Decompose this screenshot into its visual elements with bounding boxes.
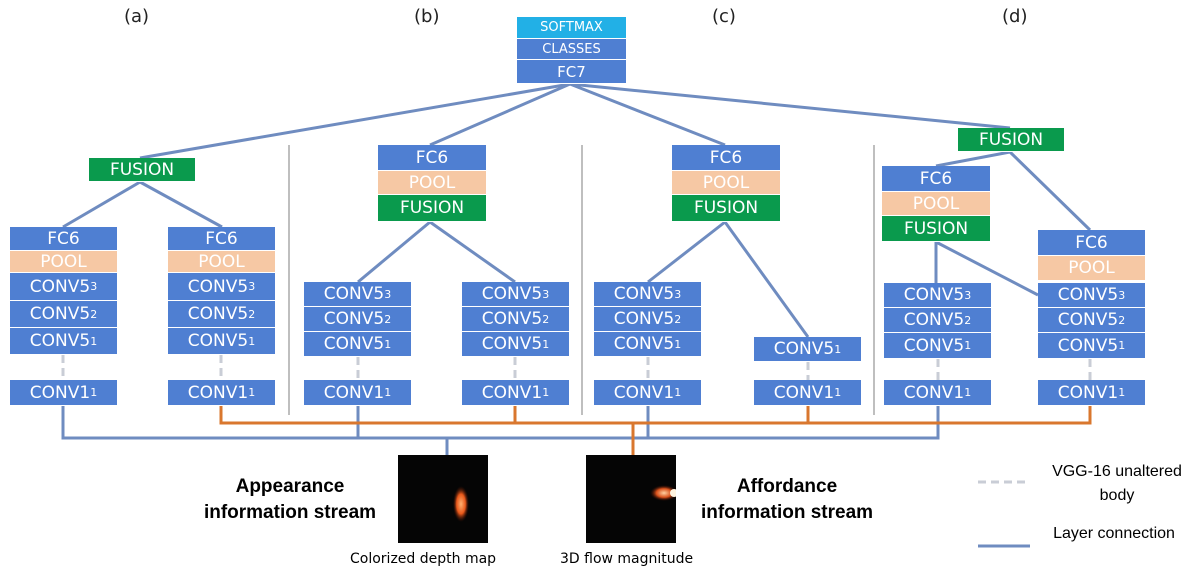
- depth-map-caption: Colorized depth map: [350, 551, 497, 567]
- a-right-pool: POOL: [168, 251, 275, 273]
- c-fusion-layer: FUSION: [672, 195, 780, 222]
- d-fusion-right-line: [1008, 150, 1092, 232]
- a-fusion-left-line: [62, 180, 141, 229]
- a-right-fc6: FC6: [168, 227, 275, 251]
- a-fusion-layer: FUSION: [89, 158, 195, 182]
- d-fusion-mid-layer: FUSION: [882, 216, 990, 242]
- appearance-stream-label: Appearance information stream: [203, 476, 377, 523]
- fc7-to-c-line: [569, 82, 726, 147]
- colorized-depth-map-image: [398, 455, 488, 543]
- fc7-to-d-line: [569, 82, 1011, 130]
- flow-caption: 3D flow magnitude: [560, 551, 694, 567]
- a-fusion-right-line: [139, 180, 223, 229]
- b-fusion-layer: FUSION: [378, 195, 486, 222]
- panel-label-a: (a): [124, 6, 150, 27]
- flow-blob-icon: [650, 485, 676, 501]
- d-left-fc6: FC6: [882, 166, 990, 192]
- d-fusion-cross-line: [935, 240, 1039, 297]
- c-fusion-right-line: [723, 221, 810, 338]
- fc7-layer: FC7: [517, 60, 626, 84]
- a-left-fc6: FC6: [10, 227, 117, 251]
- d-right-fc6: FC6: [1038, 230, 1145, 256]
- fc7-to-a-line: [139, 82, 571, 160]
- c-fc6: FC6: [672, 145, 780, 171]
- panel-label-b: (b): [414, 6, 440, 27]
- legend-vgg-label: VGG-16 unaltered body: [1052, 463, 1182, 504]
- affordance-bus-line: [219, 406, 1092, 425]
- fc7-to-b-line: [429, 82, 571, 147]
- c-fusion-left-line: [647, 220, 726, 284]
- softmax-layer: SOFTMAX: [517, 17, 626, 39]
- b-fusion-right-line: [429, 220, 516, 284]
- b-fc6: FC6: [378, 145, 486, 171]
- d-fusion-left-line: [935, 150, 1011, 168]
- panel-label-d: (d): [1002, 6, 1028, 27]
- flow-magnitude-image: [586, 455, 676, 543]
- panel-label-c: (c): [712, 6, 736, 27]
- depth-blob-icon: [453, 486, 469, 522]
- d-right-pool: POOL: [1038, 256, 1145, 281]
- d-left-pool: POOL: [882, 192, 990, 216]
- a-left-pool: POOL: [10, 251, 117, 273]
- c-pool: POOL: [672, 171, 780, 195]
- legend-connection-label: Layer connection: [1053, 525, 1175, 542]
- b-fusion-left-line: [357, 220, 431, 284]
- affordance-stream-label: Affordance information stream: [700, 476, 874, 523]
- classes-layer: CLASSES: [517, 39, 626, 60]
- d-fusion-top-layer: FUSION: [958, 128, 1064, 152]
- b-pool: POOL: [378, 171, 486, 195]
